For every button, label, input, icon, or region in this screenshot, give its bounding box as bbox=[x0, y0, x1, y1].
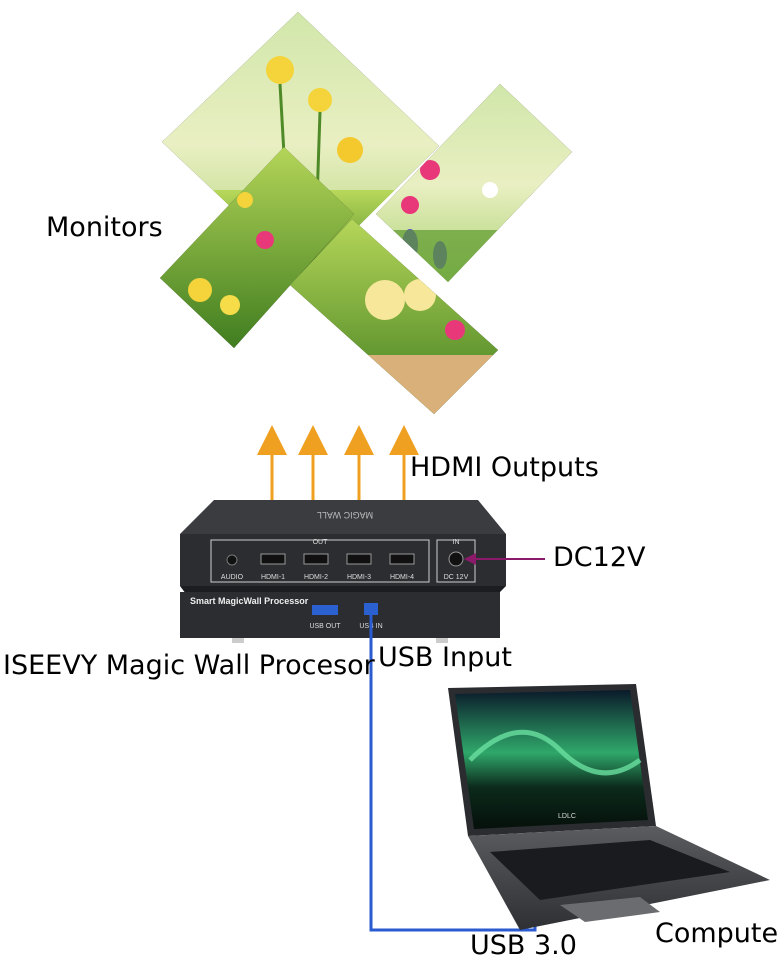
laptop: LDLC bbox=[448, 684, 770, 930]
laptop-screen-text: LDLC bbox=[558, 813, 576, 820]
usb-out-label: USB OUT bbox=[309, 623, 341, 630]
computer-label: Computer bbox=[655, 918, 777, 949]
front-title: Smart MagicWall Processor bbox=[190, 596, 309, 606]
device-top-brand: MAGIC WALL bbox=[317, 510, 373, 520]
hdmi-port-label: HDMI-3 bbox=[347, 574, 371, 581]
usb-input-label: USB Input bbox=[378, 642, 512, 673]
out-label: OUT bbox=[313, 539, 329, 546]
monitor-wall bbox=[160, 12, 572, 414]
in-label: IN bbox=[453, 539, 460, 546]
monitors-label: Monitors bbox=[46, 212, 163, 243]
hdmi-port-label: HDMI-4 bbox=[390, 574, 414, 581]
audio-label: AUDIO bbox=[221, 574, 244, 581]
magic-wall-processor: MAGIC WALL OUT AUDIO HDMI-1 HDMI-2 HDMI-… bbox=[180, 500, 506, 643]
hdmi-port-label: HDMI-1 bbox=[261, 574, 285, 581]
dc-arrow bbox=[464, 553, 545, 565]
dc12v-label: DC12V bbox=[553, 542, 646, 573]
processor-label: ISEEVY Magic Wall Procesor bbox=[3, 650, 375, 681]
hdmi-port-label: HDMI-2 bbox=[304, 574, 328, 581]
dc-port-label: DC 12V bbox=[444, 574, 469, 581]
hdmi-outputs-label: HDMI Outputs bbox=[410, 452, 599, 483]
usb30-label: USB 3.0 bbox=[470, 930, 577, 961]
